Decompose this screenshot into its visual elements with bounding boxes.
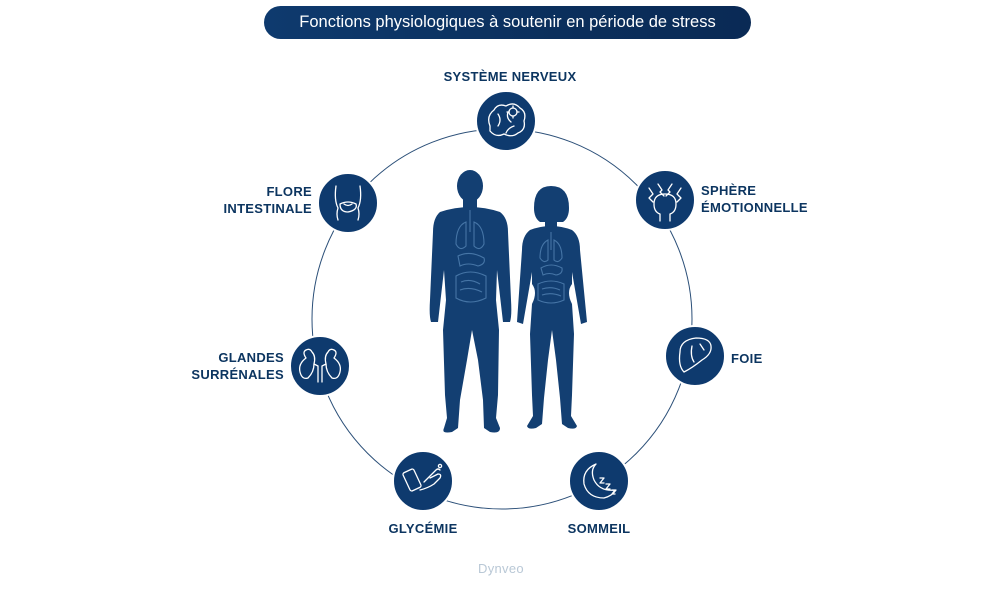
glandes-surrenales-node — [289, 335, 351, 397]
label-systeme-nerveux: SYSTÈME NERVEUX — [443, 69, 577, 84]
label-sphere-emotionnelle: SPHÈRE ÉMOTIONNELLE — [701, 183, 808, 215]
foie-node — [664, 325, 726, 387]
label-glycemie: GLYCÉMIE — [388, 521, 458, 536]
liver-icon — [678, 337, 712, 373]
sommeil-node — [568, 450, 630, 512]
flore-intestinale-node — [317, 172, 379, 234]
female-silhouette-icon — [517, 186, 587, 429]
kidneys-icon — [298, 348, 342, 383]
male-silhouette-icon — [429, 170, 512, 433]
brain-gear-icon — [488, 103, 526, 137]
label-glandes-surrenales: GLANDES SURRÉNALES — [191, 350, 284, 382]
glycemie-node — [392, 450, 454, 512]
moon-zzz-icon — [583, 463, 617, 499]
gut-icon — [334, 185, 362, 221]
stress-head-icon — [648, 183, 682, 222]
label-foie: FOIE — [731, 351, 763, 366]
label-sommeil: SOMMEIL — [567, 521, 631, 536]
glucose-meter-icon — [402, 463, 443, 492]
brand-logo: Dynveo — [478, 561, 524, 576]
systeme-nerveux-node — [475, 90, 537, 152]
label-flore-intestinale: FLORE INTESTINALE — [223, 184, 312, 216]
sphere-emotionnelle-node — [634, 169, 696, 231]
diagram-title: Fonctions physiologiques à soutenir en p… — [264, 6, 751, 39]
